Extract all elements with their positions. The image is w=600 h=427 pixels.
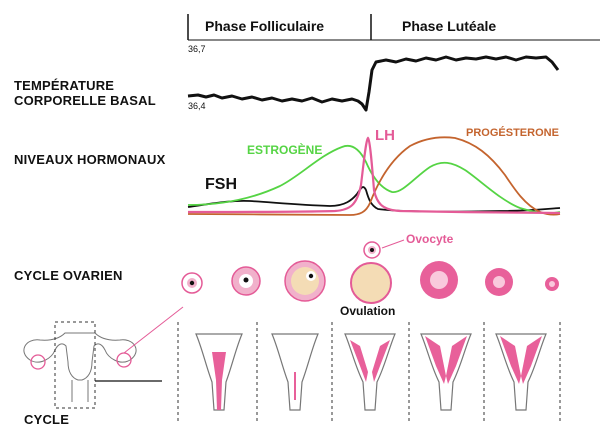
corpus-luteum-large bbox=[420, 261, 458, 299]
follicle-secondary bbox=[284, 260, 326, 302]
lh-label: LH bbox=[375, 127, 395, 144]
follicle-ovulating bbox=[350, 262, 392, 304]
uterus-stage-5 bbox=[495, 333, 547, 411]
progesterone-curve bbox=[187, 136, 561, 216]
fsh-label: FSH bbox=[205, 176, 237, 193]
temperature-tick-high: 36,7 bbox=[188, 44, 206, 54]
zoom-pointer-ovary bbox=[123, 306, 184, 354]
cycle-dividers bbox=[177, 322, 561, 423]
estrogen-label: ESTROGÈNE bbox=[247, 143, 323, 157]
ovulation-label: Ovulation bbox=[340, 304, 396, 318]
uterus-overview-sketch bbox=[23, 332, 137, 402]
temperature-tick-low: 36,4 bbox=[188, 101, 206, 111]
follicle-primordial bbox=[181, 272, 203, 294]
progesterone-label: PROGÉSTERONE bbox=[466, 127, 559, 139]
uterus-stage-1 bbox=[195, 333, 243, 411]
uterus-stage-3 bbox=[344, 333, 396, 411]
follicle-primary bbox=[231, 266, 261, 296]
temperature-curve bbox=[187, 55, 560, 112]
corpus-albicans bbox=[545, 277, 559, 291]
corpus-luteum-medium bbox=[485, 268, 513, 296]
hormone-row-label: NIVEAUX HORMONAUX bbox=[14, 152, 166, 167]
released-oocyte bbox=[363, 239, 405, 259]
estrogen-curve bbox=[187, 145, 561, 215]
ovarian-row-label: CYCLE OVARIEN bbox=[14, 268, 123, 283]
oocyte-label: Ovocyte bbox=[406, 232, 454, 246]
phase-luteal-label: Phase Lutéale bbox=[402, 18, 497, 34]
temperature-row-label: TEMPÉRATURE CORPORELLE BASAL bbox=[14, 78, 156, 108]
oocyte-pointer-line bbox=[381, 239, 405, 249]
uterus-stage-2 bbox=[271, 333, 319, 411]
lh-curve bbox=[187, 136, 561, 215]
uterus-stage-4 bbox=[420, 333, 472, 411]
zoom-box bbox=[54, 321, 96, 409]
phase-follicular-label: Phase Folliculaire bbox=[205, 18, 325, 34]
